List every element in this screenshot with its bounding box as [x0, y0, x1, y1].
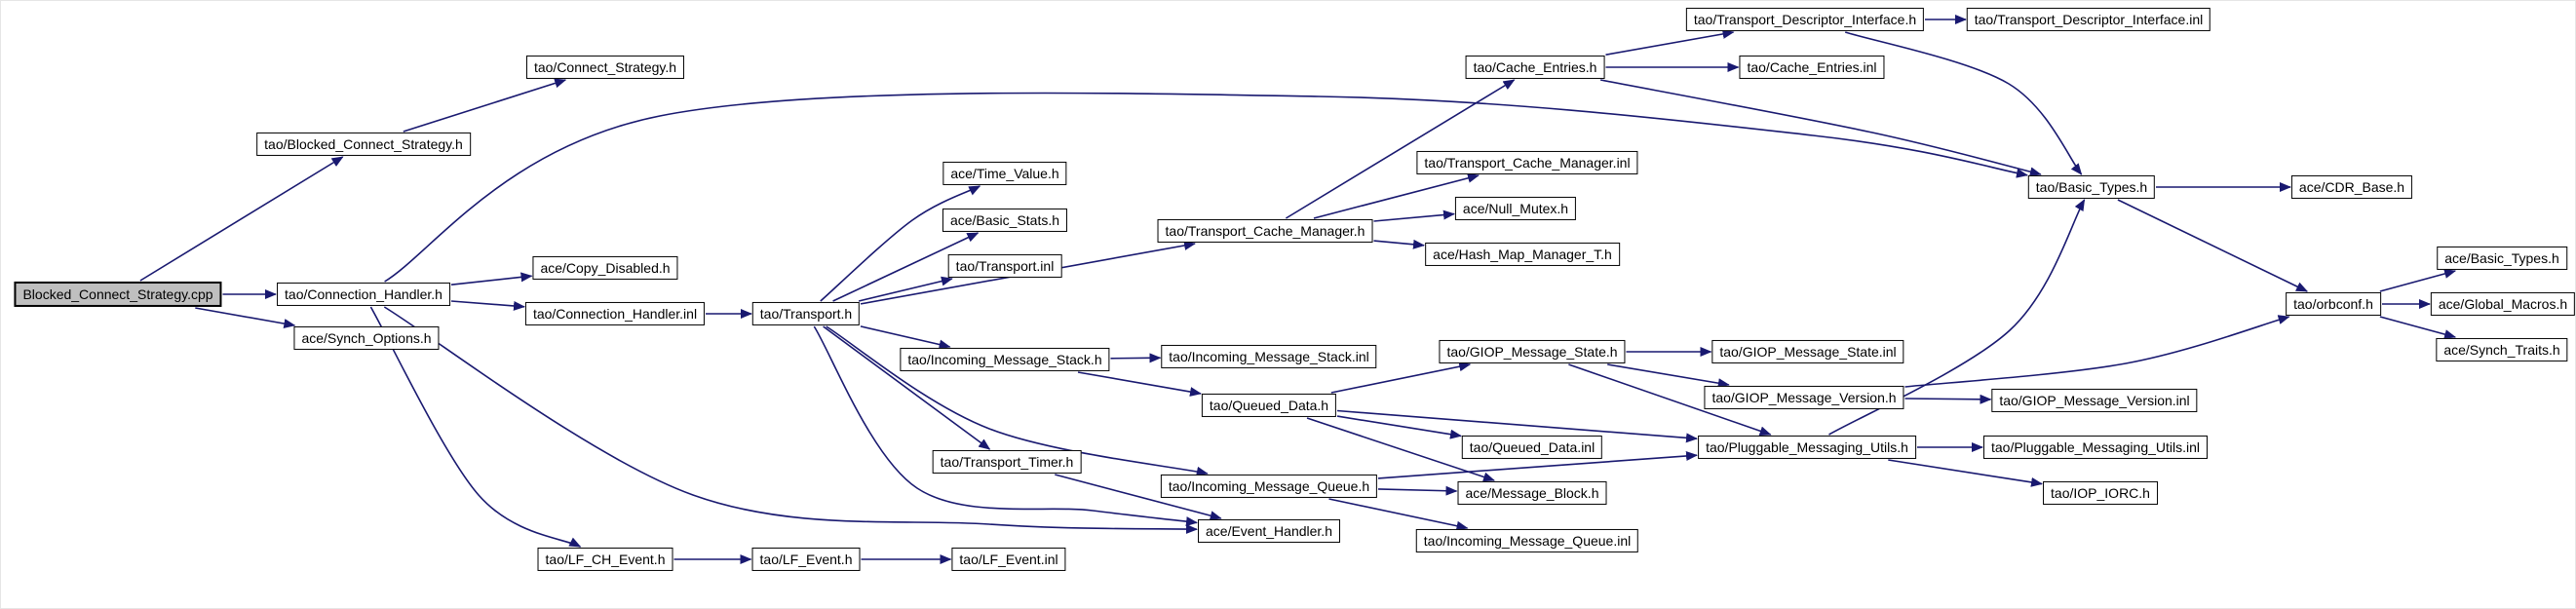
graph-node-transport_timer[interactable]: tao/Transport_Timer.h	[932, 449, 1082, 475]
graph-node-tcm_h[interactable]: tao/Transport_Cache_Manager.h	[1157, 218, 1373, 244]
graph-node-lf_event_h[interactable]: tao/LF_Event.h	[751, 547, 861, 572]
edge-connection_handler_h-to-connection_handler_inl	[450, 300, 525, 311]
graph-node-basic_stats[interactable]: ace/Basic_Stats.h	[942, 208, 1068, 233]
graph-node-gmv_inl[interactable]: tao/GIOP_Message_Version.inl	[1991, 388, 2198, 413]
graph-node-transport_inl[interactable]: tao/Transport.inl	[947, 253, 1062, 279]
edge-transport_h-to-basic_stats	[832, 232, 980, 302]
edge-tcm_h-to-tcm_inl	[1313, 172, 1480, 219]
edge-connection_handler_h-to-copy_disabled	[450, 272, 533, 285]
edge-cache_entries_h-to-tao_basic_types	[1599, 79, 2042, 177]
edge-tao_basic_types-to-orbconf	[2117, 199, 2309, 292]
graph-node-synch_traits[interactable]: ace/Synch_Traits.h	[2436, 337, 2568, 362]
graph-node-tcm_inl[interactable]: tao/Transport_Cache_Manager.inl	[1416, 150, 1638, 175]
edge-cache_entries_h-to-tdi_h	[1605, 28, 1735, 56]
graph-node-orbconf[interactable]: tao/orbconf.h	[2286, 291, 2381, 317]
graph-node-tdi_h[interactable]: tao/Transport_Descriptor_Interface.h	[1685, 7, 1925, 32]
graph-node-connection_handler_h[interactable]: tao/Connection_Handler.h	[277, 282, 450, 307]
edge-imq_h-to-imq_inl	[1328, 498, 1469, 531]
graph-node-cache_entries_h[interactable]: tao/Cache_Entries.h	[1465, 55, 1605, 80]
graph-node-imq_h[interactable]: tao/Incoming_Message_Queue.h	[1160, 474, 1378, 499]
edge-transport_h-to-transport_timer	[823, 325, 991, 450]
edge-gmv_h-to-gmv_inl	[1904, 394, 1992, 404]
graph-node-connection_handler_inl[interactable]: tao/Connection_Handler.inl	[524, 301, 706, 326]
graph-node-ims_h[interactable]: tao/Incoming_Message_Stack.h	[900, 347, 1110, 372]
edge-tcm_h-to-cache_entries_h	[1285, 79, 1516, 219]
graph-node-copy_disabled[interactable]: ace/Copy_Disabled.h	[532, 255, 678, 281]
graph-node-gms_inl[interactable]: tao/GIOP_Message_State.inl	[1711, 339, 1904, 364]
edge-transport_timer-to-event_handler	[1055, 474, 1222, 521]
graph-node-hash_map[interactable]: ace/Hash_Map_Manager_T.h	[1425, 242, 1620, 267]
graph-node-root[interactable]: Blocked_Connect_Strategy.cpp	[14, 281, 222, 308]
graph-node-blocked_cs_h[interactable]: tao/Blocked_Connect_Strategy.h	[256, 132, 471, 157]
graph-node-cdr_base[interactable]: ace/CDR_Base.h	[2290, 174, 2413, 200]
edge-orbconf-to-synch_traits	[2379, 316, 2457, 339]
edge-ims_h-to-queued_data_h	[1077, 371, 1202, 397]
edge-ims_h-to-ims_inl	[1110, 353, 1162, 363]
graph-node-tdi_inl[interactable]: tao/Transport_Descriptor_Interface.inl	[1966, 7, 2211, 32]
edge-tcm_h-to-null_mutex	[1373, 209, 1455, 222]
edge-transport_h-to-transport_inl	[858, 276, 953, 302]
graph-node-transport_h[interactable]: tao/Transport.h	[751, 301, 861, 326]
graph-node-null_mutex[interactable]: ace/Null_Mutex.h	[1454, 196, 1577, 221]
edge-transport_h-to-ims_h	[860, 325, 951, 350]
edge-imq_h-to-pmu_h	[1377, 451, 1698, 479]
edge-gms_h-to-pmu_h	[1568, 363, 1772, 437]
edge-queued_data_h-to-message_block	[1306, 417, 1495, 482]
edge-cpp-to-blocked_cs_h	[139, 156, 344, 282]
edge-orbconf-to-ace_basic_types	[2379, 269, 2457, 292]
graph-node-pmu_h[interactable]: tao/Pluggable_Messaging_Utils.h	[1698, 435, 1916, 460]
graph-node-queued_data_h[interactable]: tao/Queued_Data.h	[1201, 393, 1337, 418]
graph-node-gmv_h[interactable]: tao/GIOP_Message_Version.h	[1704, 385, 1904, 410]
graph-node-ims_inl[interactable]: tao/Incoming_Message_Stack.inl	[1161, 344, 1377, 369]
edge-queued_data_h-to-pmu_h	[1336, 409, 1698, 443]
graph-node-gms_h[interactable]: tao/GIOP_Message_State.h	[1439, 339, 1626, 364]
graph-node-cache_entries_inl[interactable]: tao/Cache_Entries.inl	[1739, 55, 1885, 80]
edge-blocked_cs_h-to-connect_strategy	[403, 78, 567, 133]
graph-node-event_handler[interactable]: ace/Event_Handler.h	[1198, 518, 1340, 544]
edge-gmv_h-to-orbconf	[1904, 315, 2290, 388]
edge-tdi_h-to-tao_basic_types	[1844, 31, 2083, 175]
graph-node-pmu_inl[interactable]: tao/Pluggable_Messaging_Utils.inl	[1982, 435, 2209, 460]
graph-node-lf_ch_event[interactable]: tao/LF_CH_Event.h	[537, 547, 673, 572]
edge-gms_h-to-gmv_h	[1607, 363, 1730, 389]
graph-node-tao_basic_types[interactable]: tao/Basic_Types.h	[2027, 174, 2156, 200]
graph-node-synch_options[interactable]: ace/Synch_Options.h	[293, 325, 440, 351]
edge-connection_handler_h-to-tao_basic_types	[384, 92, 2028, 283]
edge-queued_data_h-to-gms_h	[1330, 362, 1472, 394]
graph-node-time_value[interactable]: ace/Time_Value.h	[942, 161, 1067, 186]
edge-tcm_h-to-hash_map	[1373, 239, 1425, 249]
graph-node-iop_iorc[interactable]: tao/IOP_IORC.h	[2043, 480, 2158, 506]
edge-transport_h-to-imq_h	[826, 325, 1209, 476]
graph-node-queued_data_inl[interactable]: tao/Queued_Data.inl	[1461, 435, 1603, 460]
graph-node-message_block[interactable]: ace/Message_Block.h	[1457, 480, 1607, 506]
graph-node-imq_inl[interactable]: tao/Incoming_Message_Queue.inl	[1415, 528, 1639, 553]
graph-node-lf_event_inl[interactable]: tao/LF_Event.inl	[951, 547, 1066, 572]
edge-imq_h-to-message_block	[1377, 485, 1458, 496]
edge-connection_handler_h-to-event_handler	[383, 306, 1198, 534]
edge-pmu_h-to-tao_basic_types	[1828, 199, 2086, 436]
edge-queued_data_h-to-queued_data_inl	[1336, 415, 1462, 439]
edge-cpp-to-synch_options	[195, 307, 296, 329]
edge-transport_h-to-event_handler	[813, 325, 1198, 527]
graph-node-ace_basic_types[interactable]: ace/Basic_Types.h	[2437, 246, 2567, 271]
edge-transport_h-to-time_value	[820, 185, 981, 302]
graph-node-global_macros[interactable]: ace/Global_Macros.h	[2430, 291, 2575, 317]
edge-pmu_h-to-iop_iorc	[1888, 459, 2043, 487]
graph-node-connect_strategy[interactable]: tao/Connect_Strategy.h	[525, 55, 685, 80]
